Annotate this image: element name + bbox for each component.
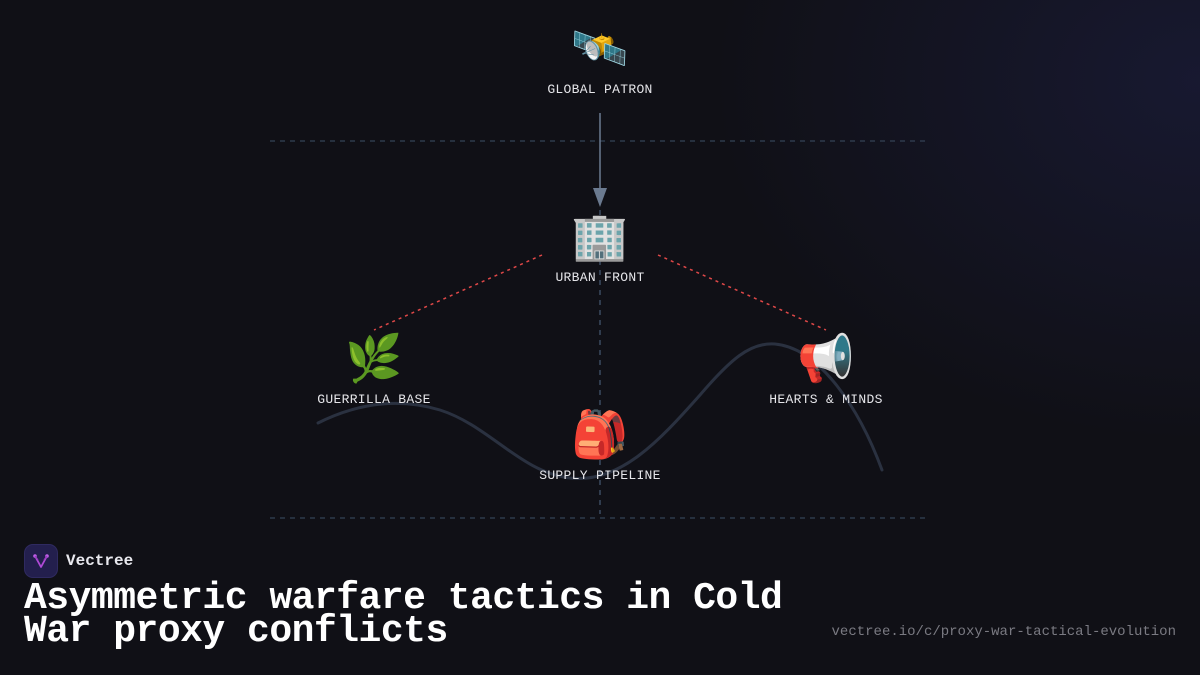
node-label: HEARTS & MINDS: [769, 392, 883, 407]
node-supply-pipeline[interactable]: 🎒 SUPPLY PIPELINE: [539, 406, 661, 483]
brand: Vectree: [24, 544, 133, 578]
node-hearts-minds[interactable]: 📢 HEARTS & MINDS: [769, 330, 882, 407]
node-label: GUERRILLA BASE: [317, 392, 431, 407]
edge-urban-guerrilla: [373, 254, 543, 331]
satellite-icon: 🛰️: [571, 21, 629, 75]
brand-name: Vectree: [66, 552, 134, 570]
wave-curve: [316, 342, 884, 481]
node-label: SUPPLY PIPELINE: [539, 468, 661, 483]
herb-icon: 🌿: [345, 331, 403, 385]
megaphone-icon: 📢: [797, 331, 855, 385]
node-label: URBAN FRONT: [555, 270, 645, 285]
office-building-icon: 🏢: [571, 209, 629, 263]
node-guerrilla-base[interactable]: 🌿 GUERRILLA BASE: [317, 330, 430, 407]
edge-urban-hearts: [657, 254, 827, 331]
page-title: Asymmetric warfare tactics in Cold War p…: [24, 577, 783, 653]
node-urban-front[interactable]: 🏢 URBAN FRONT: [555, 208, 644, 285]
node-global-patron[interactable]: 🛰️ GLOBAL PATRON: [547, 20, 652, 97]
source-url[interactable]: vectree.io/c/proxy-war-tactical-evolutio…: [831, 624, 1176, 640]
arrowhead-icon: [593, 188, 607, 207]
backpack-icon: 🎒: [571, 407, 629, 461]
node-label: GLOBAL PATRON: [547, 82, 653, 97]
vectree-logo-icon: [24, 544, 58, 578]
